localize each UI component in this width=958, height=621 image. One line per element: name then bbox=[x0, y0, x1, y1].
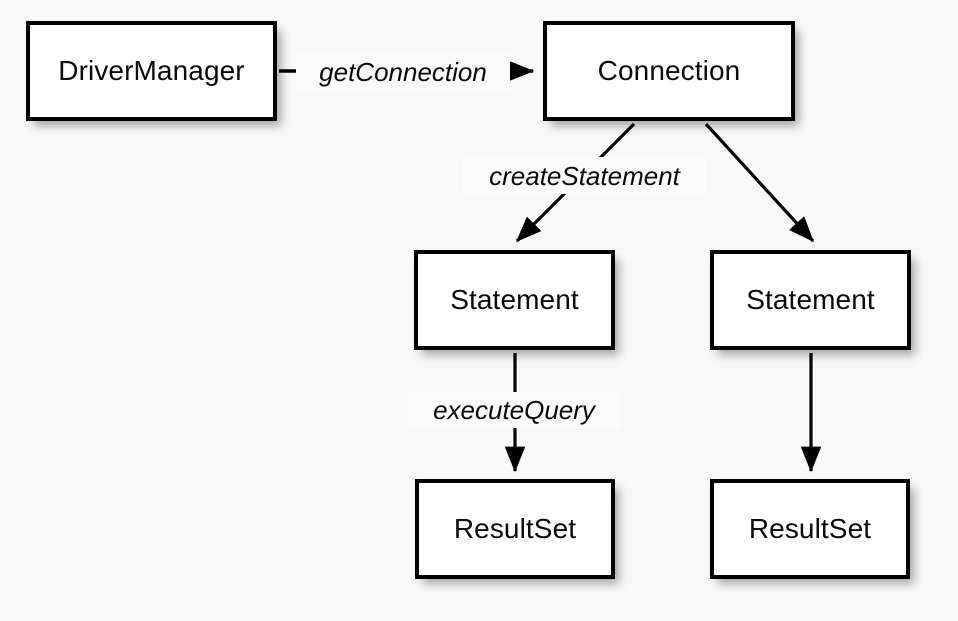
node-statement-left[interactable]: Statement bbox=[414, 250, 615, 350]
edge-label-execute-query-text: executeQuery bbox=[433, 395, 595, 425]
node-driver-manager-label: DriverManager bbox=[58, 55, 245, 86]
edge-label-create-statement-text: createStatement bbox=[489, 160, 680, 191]
node-statement-left-label: Statement bbox=[450, 284, 579, 315]
edge-label-create-statement: createStatement bbox=[463, 157, 706, 194]
node-resultset-left[interactable]: ResultSet bbox=[415, 479, 615, 579]
node-resultset-left-label: ResultSet bbox=[453, 513, 577, 544]
node-statement-right[interactable]: Statement bbox=[710, 250, 911, 350]
node-statement-right-label: Statement bbox=[746, 284, 875, 315]
node-connection-label: Connection bbox=[597, 55, 741, 86]
edge-create-statement-right-line bbox=[704, 122, 815, 243]
node-driver-manager[interactable]: DriverManager bbox=[26, 21, 277, 121]
edge-label-execute-query: executeQuery bbox=[408, 392, 620, 428]
node-resultset-right-label: ResultSet bbox=[748, 513, 872, 544]
edge-label-get-connection: getConnection bbox=[296, 53, 510, 90]
node-connection[interactable]: Connection bbox=[543, 21, 795, 121]
edge-label-get-connection-text: getConnection bbox=[319, 56, 487, 87]
node-resultset-right[interactable]: ResultSet bbox=[710, 479, 910, 579]
